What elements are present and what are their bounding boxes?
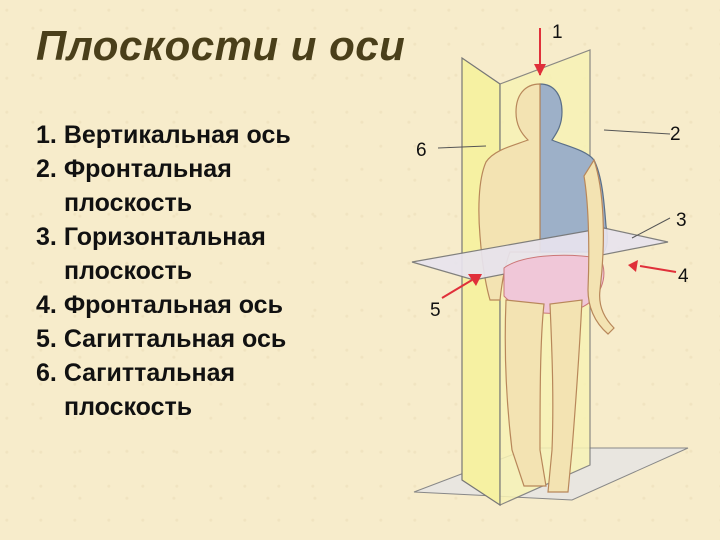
legend-number: 2. <box>36 155 57 183</box>
legend-text-continued: плоскость <box>64 257 193 285</box>
legend-number: 4. <box>36 291 57 319</box>
legend-text: Сагиттальная <box>63 359 236 387</box>
sagittal-axis-arrowhead <box>468 274 482 286</box>
legend-number: 3. <box>36 223 57 251</box>
legend-item-vertical-axis: 1. Вертикальная ось <box>36 118 396 152</box>
leader-line-2 <box>603 129 671 135</box>
planes-axes-diagram: 1 2 3 4 5 6 <box>411 22 689 507</box>
legend-item-sagittal-axis: 5. Сагиттальная ось <box>36 322 396 356</box>
label-6: 6 <box>416 140 427 161</box>
legend-text-continued: плоскость <box>64 393 193 421</box>
label-4: 4 <box>678 266 689 287</box>
label-3: 3 <box>676 210 687 231</box>
horizontal-plane <box>411 227 669 281</box>
label-5: 5 <box>430 300 441 321</box>
legend-item-frontal-plane: 2. Фронтальная плоскость <box>36 152 396 220</box>
anatomy-figure: 1 2 3 4 5 6 <box>392 0 720 540</box>
legend-item-horizontal-plane: 3. Горизонтальная плоскость <box>36 220 396 288</box>
legend-number: 5. <box>36 325 57 353</box>
right-arm <box>583 158 615 335</box>
legend-number: 6. <box>36 359 57 387</box>
label-1: 1 <box>552 22 563 43</box>
page-title: Плоскости и оси <box>36 22 406 69</box>
label-2: 2 <box>670 124 681 145</box>
vertical-axis-arrowhead <box>534 64 546 76</box>
legend-text-continued: плоскость <box>64 189 193 217</box>
right-leg <box>547 299 583 493</box>
legend-text: Фронтальная <box>63 155 232 183</box>
legend-item-sagittal-plane: 6. Сагиттальная плоскость <box>36 356 396 424</box>
legend-text: Вертикальная ось <box>63 121 291 149</box>
legend-number: 1. <box>36 121 57 149</box>
legend-text: Сагиттальная ось <box>63 325 287 353</box>
legend-text: Фронтальная ось <box>63 291 283 319</box>
frontal-axis-arrow <box>639 265 677 273</box>
legend-item-frontal-axis: 4. Фронтальная ось <box>36 288 396 322</box>
leader-line-3 <box>631 217 671 239</box>
sagittal-axis-arrow <box>441 279 473 299</box>
leader-line-6 <box>437 145 487 149</box>
left-leg <box>504 299 547 487</box>
legend-list: 1. Вертикальная ось 2. Фронтальная плоск… <box>36 118 396 424</box>
frontal-axis-arrowhead <box>628 260 638 272</box>
legend-text: Горизонтальная <box>63 223 266 251</box>
